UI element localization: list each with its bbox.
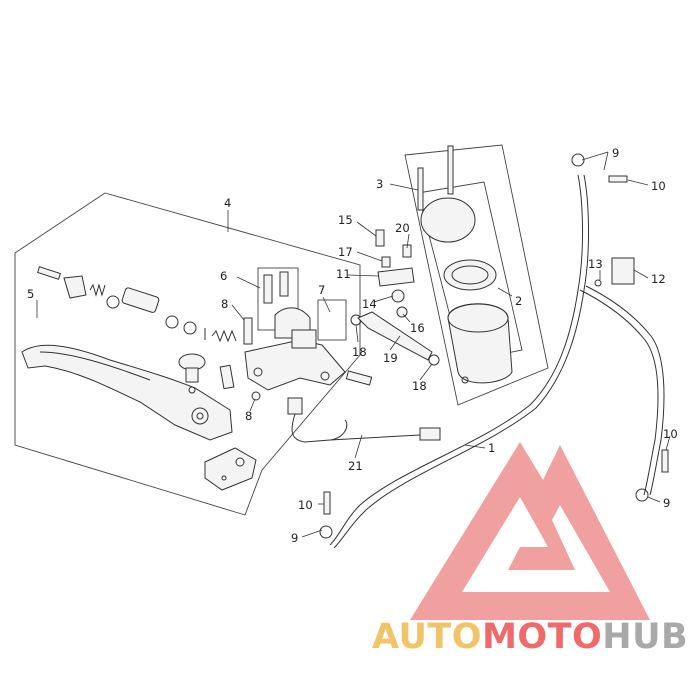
frame-lever-assembly-4 <box>14 192 361 516</box>
frame-group-7 <box>317 299 347 341</box>
watermark-wordmark: AUTOMOTOHUB <box>372 617 688 657</box>
frame-reservoir-inner <box>417 181 523 363</box>
callout-20: 20 <box>395 221 410 235</box>
brake-hose <box>319 153 669 549</box>
watermark-hub: HUB <box>602 617 688 657</box>
callout-16: 16 <box>410 321 425 335</box>
callout-4: 4 <box>224 196 231 210</box>
callout-9: 9 <box>612 146 619 160</box>
fluid-reservoir <box>417 145 513 384</box>
frame-reservoir-assembly-2 <box>404 144 549 406</box>
callout-1: 1 <box>488 441 495 455</box>
callout-12: 12 <box>651 272 666 286</box>
callout-8: 8 <box>221 297 228 311</box>
callout-10: 10 <box>651 179 666 193</box>
callout-6: 6 <box>220 269 227 283</box>
callout-14: 14 <box>362 297 377 311</box>
brake-lever <box>21 344 233 441</box>
brake-light-switch-wire <box>287 397 441 443</box>
mounting-bolts <box>243 271 289 401</box>
callout-9: 9 <box>291 531 298 545</box>
callout-17: 17 <box>338 245 353 259</box>
callout-10: 10 <box>663 427 678 441</box>
watermark-auto: AUTO <box>372 617 482 657</box>
callout-7: 7 <box>318 283 325 297</box>
callout-11: 11 <box>336 267 351 281</box>
callout-18: 18 <box>412 379 427 393</box>
watermark-moto: MOTO <box>482 617 602 657</box>
callout-leader-lines <box>36 151 671 538</box>
lever-pivot-block <box>204 447 257 491</box>
callout-21: 21 <box>348 459 363 473</box>
callout-8: 8 <box>245 409 252 423</box>
lever-adjuster-parts <box>36 266 237 394</box>
callout-13: 13 <box>588 257 603 271</box>
callout-9: 9 <box>663 496 670 510</box>
callout-3: 3 <box>376 177 383 191</box>
callout-2: 2 <box>515 294 522 308</box>
master-cylinder-body <box>244 307 373 391</box>
callout-18: 18 <box>352 345 367 359</box>
reservoir-fittings <box>350 229 440 366</box>
callout-labels: 1 2 3 4 5 6 7 8 8 9 9 9 10 10 10 11 12 1… <box>27 146 678 545</box>
callout-15: 15 <box>338 213 353 227</box>
callout-10: 10 <box>298 498 313 512</box>
watermark-triangle-logo <box>410 442 650 620</box>
callout-5: 5 <box>27 287 34 301</box>
watermark-logo-mark <box>410 442 650 620</box>
callout-19: 19 <box>383 351 398 365</box>
